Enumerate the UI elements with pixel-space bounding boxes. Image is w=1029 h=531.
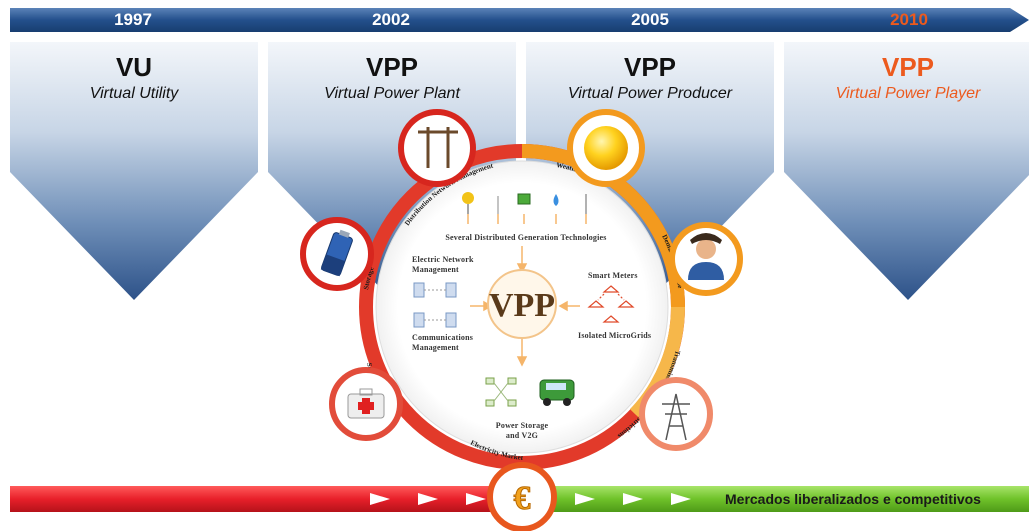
era-panel-virtual-power-player xyxy=(784,42,1029,300)
timeline-arrow xyxy=(10,8,1029,32)
arrow-marks xyxy=(370,493,691,505)
era-panel-vu xyxy=(10,42,258,300)
era-title-vpp-plant: VPP xyxy=(365,52,419,82)
isolated-microgrids-label: Isolated MicroGrids xyxy=(578,331,651,340)
person-icon xyxy=(669,222,743,296)
vpp-center: VPP xyxy=(487,269,557,339)
smart-meters-label: Smart Meters xyxy=(588,271,638,280)
network-grid-icon xyxy=(413,282,457,328)
year-2010: 2010 xyxy=(890,10,928,29)
microgrid-icon xyxy=(587,285,635,323)
electric-network-label-1: Electric Network xyxy=(412,255,474,264)
communications-label-2: Management xyxy=(412,343,459,352)
era-subtitle-virtual-power-plant: Virtual Power Plant xyxy=(324,85,460,102)
year-1997: 1997 xyxy=(114,10,152,29)
first-aid-kit-icon xyxy=(329,367,403,441)
power-pole-icon xyxy=(398,109,476,187)
era-subtitle-virtual-power-player: Virtual Power Player xyxy=(835,85,981,102)
era-subtitle-virtual-power-producer: Virtual Power Producer xyxy=(567,85,733,102)
era-title-vpp-player: VPP xyxy=(881,52,935,82)
storage-network-icon xyxy=(485,377,517,407)
era-title-vpp-producer: VPP xyxy=(623,52,677,82)
market-label: Mercados liberalizados e competitivos xyxy=(725,491,981,507)
transmission-tower-icon xyxy=(639,377,713,451)
power-storage-label-1: Power Storage xyxy=(496,421,549,430)
era-title-vu: VU xyxy=(115,52,153,82)
euro-icon: € xyxy=(487,462,557,531)
communications-label-1: Communications xyxy=(412,333,473,342)
flow-arrows xyxy=(467,214,587,367)
sun-icon xyxy=(567,109,645,187)
electric-car-icon xyxy=(539,379,575,406)
year-2002: 2002 xyxy=(372,10,410,29)
battery-icon xyxy=(300,217,374,291)
era-subtitle-virtual-utility: Virtual Utility xyxy=(89,85,179,102)
market-bar xyxy=(10,486,1029,512)
svg-text:€: € xyxy=(514,480,531,517)
electric-network-label-2: Management xyxy=(412,265,459,274)
year-2005: 2005 xyxy=(631,10,669,29)
generation-technology-icons xyxy=(462,192,587,214)
technologies-label: Several Distributed Generation Technolog… xyxy=(445,233,606,242)
power-storage-label-2: and V2G xyxy=(506,431,538,440)
vpp-center-title: VPP xyxy=(489,287,555,324)
